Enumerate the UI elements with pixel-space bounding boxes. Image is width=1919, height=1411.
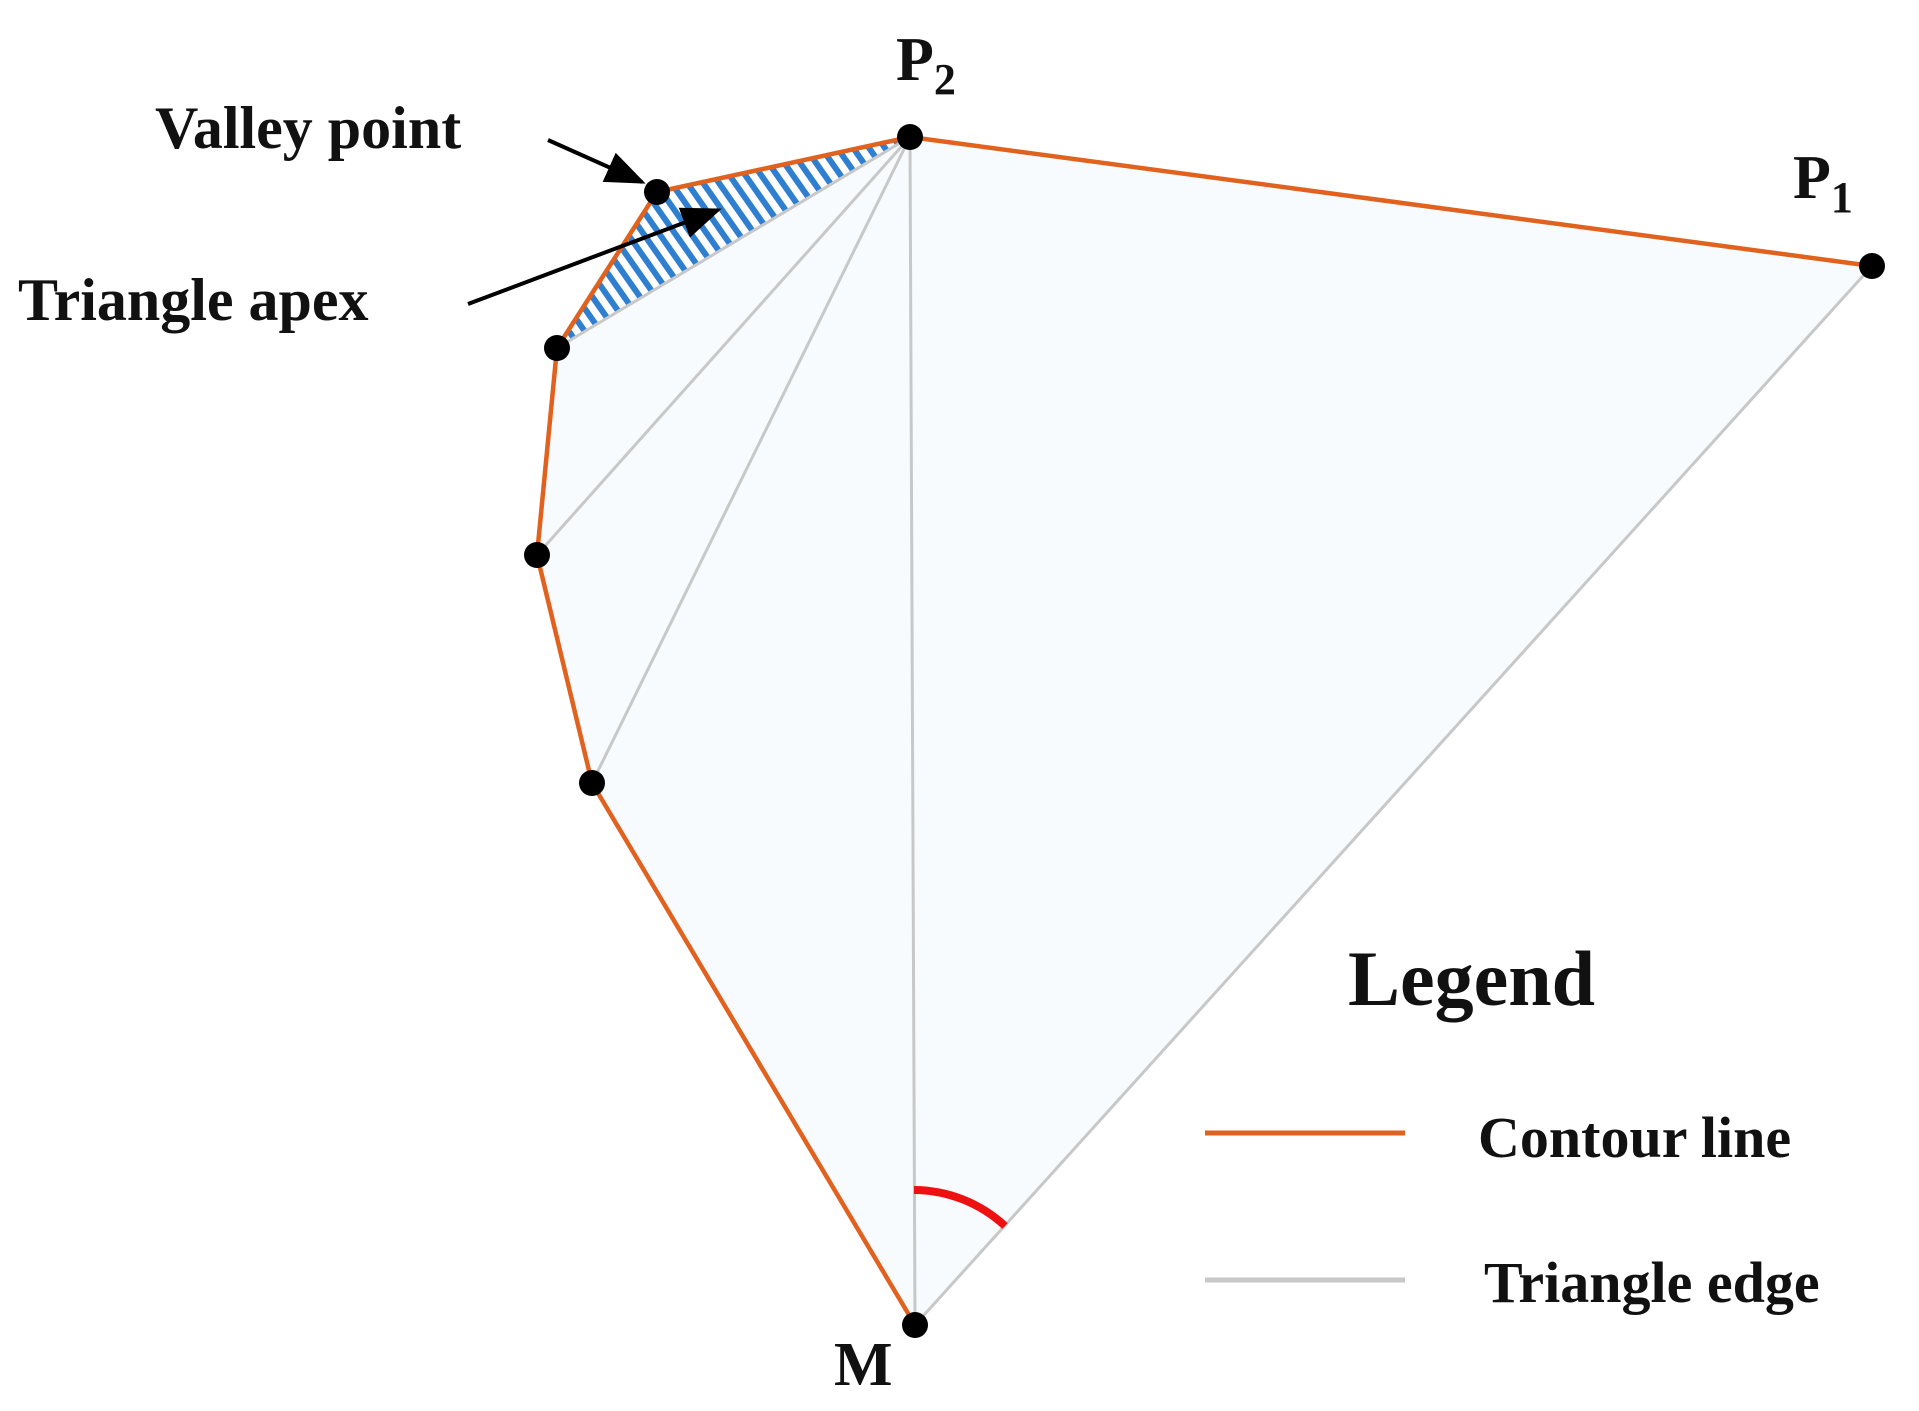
triangle-edge (535, 136, 912, 556)
legend-title: Legend (1348, 935, 1595, 1022)
triangle-edge (913, 264, 1874, 1327)
label-p1: P1 (1793, 144, 1853, 222)
label-m: M (834, 1331, 893, 1399)
arrow-valley-point (547, 138, 646, 184)
triangle-edge (908, 136, 917, 1326)
angle-arc (913, 1186, 1008, 1229)
point-m (902, 1312, 928, 1338)
label-valley-point: Valley point (155, 95, 461, 161)
contour-points (524, 124, 1885, 1338)
label-p2-subscript: 2 (934, 55, 956, 104)
label-triangle-apex: Triangle apex (18, 267, 369, 333)
point-p1 (1859, 253, 1885, 279)
point-p2 (897, 124, 923, 150)
contour-point (579, 770, 605, 796)
label-p2: P2 (896, 26, 956, 104)
contour-point (524, 542, 550, 568)
triangle-edge (556, 135, 911, 350)
legend-label-contour: Contour line (1478, 1105, 1791, 1170)
arrow-triangle-apex (467, 207, 722, 306)
legend: Legend Contour line Triangle edge (1205, 935, 1820, 1315)
legend-label-triangle-edge: Triangle edge (1484, 1250, 1820, 1315)
contour-point (544, 335, 570, 361)
point-valley (644, 179, 670, 205)
label-p1-subscript: 1 (1831, 173, 1853, 222)
triangle-edge (590, 136, 912, 784)
region-fill (537, 137, 1872, 1325)
